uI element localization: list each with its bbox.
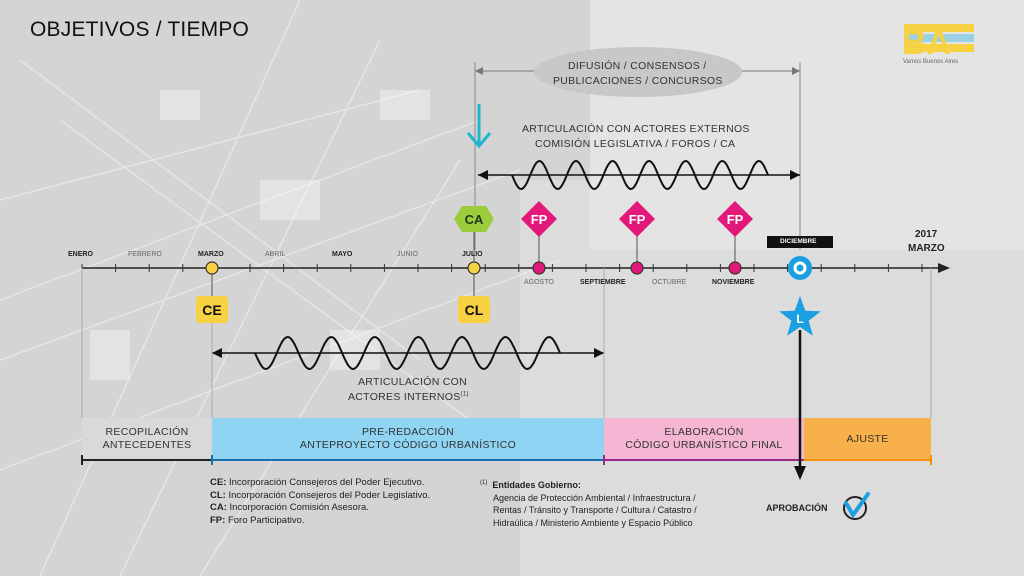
fp-diamond-2 — [619, 201, 655, 237]
fp-diamond-1 — [521, 201, 557, 237]
cl-label: CL — [464, 302, 484, 318]
phase-ajuste-label: AJUSTE — [846, 433, 889, 445]
legend-item-cl: CL: Incorporación Consejeros del Poder L… — [210, 489, 431, 501]
ba-logo: BA — [902, 24, 974, 62]
aprobacion-label: APROBACIÓN — [766, 503, 828, 513]
month-enero: ENERO — [68, 251, 93, 258]
ca-label: CA — [464, 212, 484, 227]
diciembre-tag — [767, 236, 833, 248]
phase-elaboracion — [604, 418, 804, 460]
ce-dot — [205, 261, 219, 275]
fp-diamond-3 — [717, 201, 753, 237]
fp-label-2: FP — [628, 212, 646, 227]
month-febrero: FEBRERO — [128, 251, 162, 258]
month-octubre: OCTUBRE — [652, 279, 687, 286]
month-abril: ABRIL — [265, 251, 286, 258]
phase-pre-redaccion — [212, 418, 604, 460]
externos-label-1: ARTICULACIÓN CON ACTORES EXTERNOS — [522, 123, 750, 135]
externos-wave — [511, 159, 769, 191]
end-month: MARZO — [908, 243, 945, 254]
ce-badge — [196, 296, 228, 323]
month-junio: JUNIO — [397, 251, 418, 258]
cl-dot — [467, 261, 481, 275]
month-septiembre: SEPTIEMBRE — [580, 279, 626, 286]
phase-recopilacion — [82, 418, 212, 460]
fp-label-1: FP — [530, 212, 548, 227]
month-noviembre: NOVIEMBRE — [712, 279, 755, 286]
fp-dot-3 — [728, 261, 742, 275]
legend-item-fp: FP: Foro Participativo. — [210, 514, 305, 526]
fp-label-3: FP — [726, 212, 744, 227]
month-mayo: MAYO — [332, 251, 353, 258]
internos-label-1: ARTICULACIÓN CON — [358, 376, 468, 388]
page-title: OBJETIVOS / TIEMPO — [30, 18, 250, 41]
l-star — [779, 296, 821, 336]
end-year: 2017 — [915, 229, 938, 240]
cl-badge — [458, 296, 490, 323]
legend-left: CE: Incorporación Consejeros del Poder E… — [210, 477, 430, 527]
logo-subtitle: Vamos Buenos Aires — [903, 59, 959, 65]
legend-item-ca: CA: Incorporación Comisión Asesora. — [210, 502, 369, 513]
phase-ajuste — [804, 418, 931, 460]
month-marzo: MARZO — [198, 251, 224, 258]
externos-label-2: COMISIÓN LEGISLATIVA / FOROS / CA — [535, 138, 736, 150]
svg-text:BA: BA — [902, 24, 951, 62]
diciembre-label: DICIEMBRE — [780, 238, 817, 245]
internos-label-2: ACTORES INTERNOS(1) — [348, 391, 469, 403]
legend-right: (1) Entidades Gobierno: Agencia de Prote… — [480, 480, 697, 528]
month-agosto: AGOSTO — [524, 279, 554, 286]
check-icon — [843, 492, 870, 520]
difusion-label-2: PUBLICACIONES / CONCURSOS — [553, 75, 723, 87]
difusion-label-1: DIFUSIÓN / CONSENSOS / — [568, 60, 707, 72]
ce-label: CE — [202, 302, 222, 318]
ca-hexagon — [454, 206, 494, 232]
fp-dot-1 — [532, 261, 546, 275]
month-julio: JULIO — [462, 251, 483, 258]
difusion-bubble — [534, 47, 742, 97]
legend-item-ce: CE: Incorporación Consejeros del Poder E… — [210, 477, 425, 488]
internos-wave — [254, 335, 561, 371]
l-label: L — [796, 312, 804, 326]
fp-dot-2 — [630, 261, 644, 275]
